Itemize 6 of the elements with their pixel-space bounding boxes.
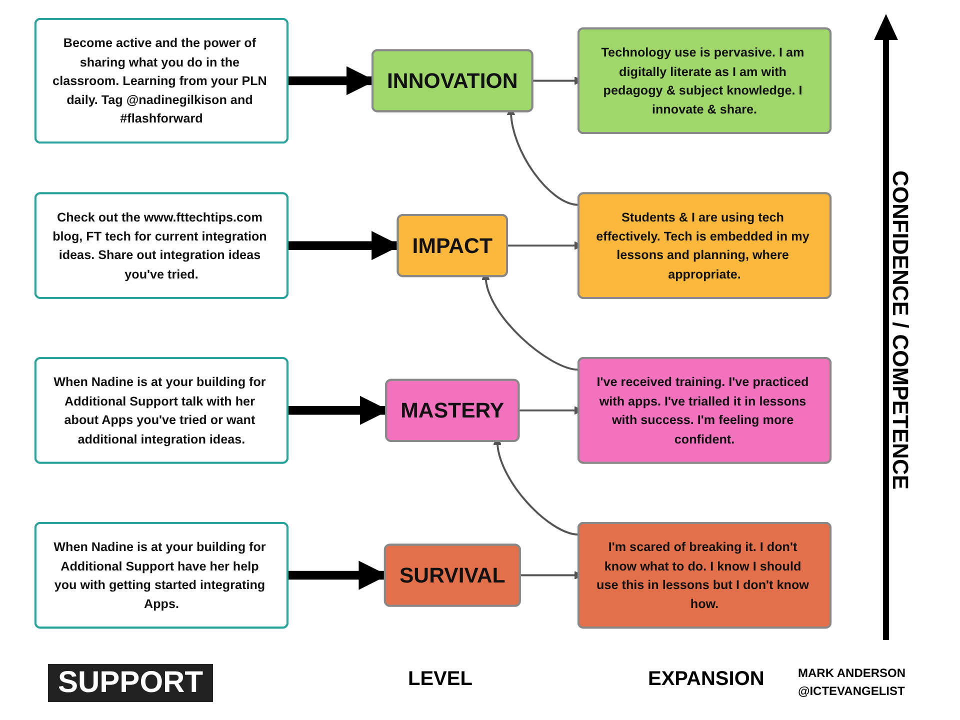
- credit-text: @ICTEVANGELIST: [798, 684, 905, 698]
- column-heading: LEVEL: [408, 668, 472, 691]
- column-heading: EXPANSION: [648, 668, 764, 691]
- axis-label: CONFIDENCE / COMPETENCE: [887, 170, 913, 490]
- banner-heading: SUPPORT: [48, 664, 214, 702]
- credit-text: MARK ANDERSON: [798, 666, 906, 680]
